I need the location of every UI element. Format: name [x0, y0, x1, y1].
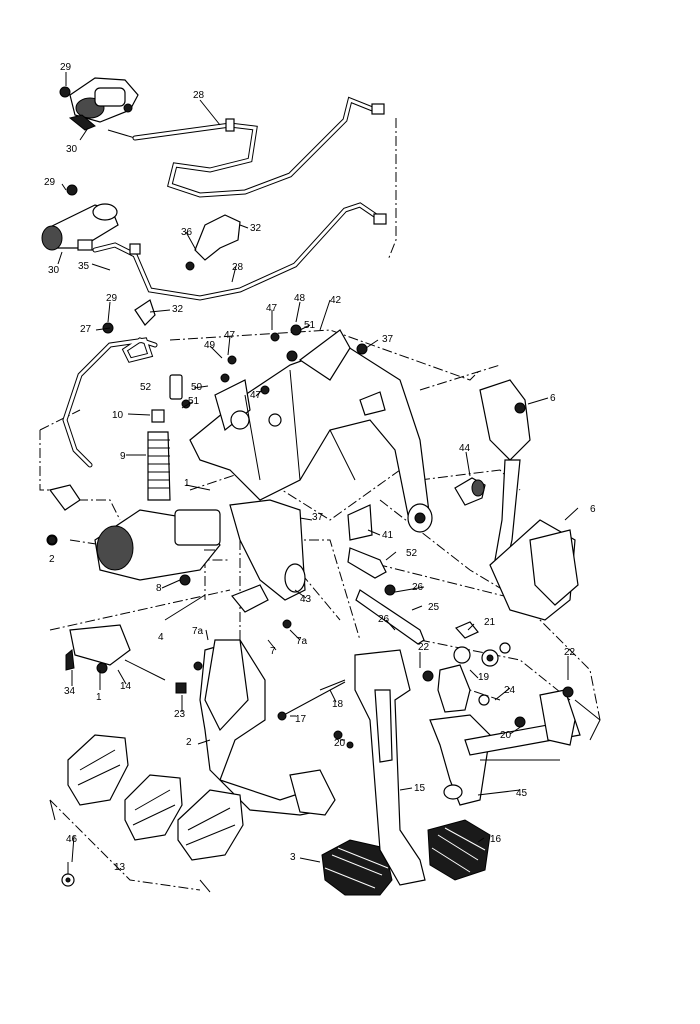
label-7: 7: [270, 646, 276, 657]
label-25: 25: [428, 602, 440, 613]
clutch-pedal-6: [479, 379, 579, 621]
label-6: 6: [550, 393, 556, 404]
label-49: 49: [204, 340, 216, 351]
label-43: 43: [300, 594, 312, 605]
small-fasteners: [47, 535, 354, 749]
label-44: 44: [459, 443, 471, 454]
pedal-mount-45: [429, 686, 581, 806]
label-52: 52: [406, 548, 418, 559]
label-16: 16: [490, 834, 502, 845]
label-47: 47: [250, 390, 262, 401]
label-1: 1: [96, 692, 102, 703]
label-32: 32: [250, 223, 262, 234]
frame-lines: [49, 699, 601, 893]
label-30: 30: [66, 144, 78, 155]
clip-21: [454, 621, 479, 639]
label-32: 32: [172, 304, 184, 315]
label-24: 24: [504, 685, 516, 696]
brake-pedal-pad-3: [321, 839, 393, 896]
label-4: 4: [158, 632, 164, 643]
leader-lines: [57, 72, 579, 863]
label-13: 13: [114, 862, 126, 873]
label-26: 26: [378, 614, 390, 625]
label-15: 15: [414, 783, 426, 794]
clutch-pipe-upper: [132, 96, 385, 198]
label-22: 22: [564, 647, 576, 658]
label-7a: 7a: [192, 626, 204, 637]
label-2: 2: [49, 554, 55, 565]
label-19: 19: [478, 672, 490, 683]
label-29: 29: [106, 293, 118, 304]
label-1: 1: [184, 478, 190, 489]
label-37: 37: [382, 334, 394, 345]
label-8: 8: [156, 583, 162, 594]
label-29: 29: [60, 62, 72, 73]
label-46: 46: [66, 834, 78, 845]
label-27: 27: [80, 324, 92, 335]
label-30: 30: [48, 265, 60, 276]
label-47: 47: [224, 330, 236, 341]
master-cylinder: [46, 484, 221, 581]
clutch-pipe-lower: [92, 202, 387, 301]
pipe-bracket: [134, 214, 241, 326]
label-20: 20: [334, 738, 346, 749]
label-48: 48: [294, 293, 306, 304]
slave-cylinder-upper: [59, 77, 139, 139]
push-rod-4: [164, 574, 206, 621]
label-3: 3: [290, 852, 296, 863]
label-9: 9: [120, 451, 126, 462]
label-2: 2: [186, 737, 192, 748]
label-41: 41: [382, 530, 394, 541]
pedal-rubbers-13: [67, 734, 244, 861]
slave-cylinder-lower: [41, 184, 119, 251]
label-17: 17: [295, 714, 307, 725]
rod-25: [355, 584, 425, 645]
label-36: 36: [181, 227, 193, 238]
pedal-bracket-main: [189, 329, 433, 533]
label-23: 23: [174, 709, 186, 720]
bolts-17-18: [277, 679, 346, 740]
label-28: 28: [193, 90, 205, 101]
bushings-19-22: [422, 642, 511, 713]
label-22: 22: [418, 642, 430, 653]
label-26: 26: [412, 582, 424, 593]
fasteners-top: [169, 324, 368, 409]
center-pedal-bracket: [229, 499, 306, 613]
label-51: 51: [188, 396, 200, 407]
label-42: 42: [330, 295, 342, 306]
label-37: 37: [312, 512, 324, 523]
bushing-44: [454, 477, 486, 506]
label-52: 52: [140, 382, 152, 393]
label-34: 34: [64, 686, 76, 697]
label-50: 50: [191, 382, 203, 393]
label-47: 47: [266, 303, 278, 314]
label-21: 21: [484, 617, 496, 628]
label-28: 28: [232, 262, 244, 273]
accelerator-pedal-15: [354, 649, 426, 886]
label-10: 10: [112, 410, 124, 421]
spring-9: [147, 409, 171, 501]
label-29: 29: [44, 177, 56, 188]
label-14: 14: [120, 681, 132, 692]
label-6: 6: [590, 504, 596, 515]
accelerator-pedal-pad-16: [427, 819, 491, 881]
label-18: 18: [332, 699, 344, 710]
label-20: 20: [500, 730, 512, 741]
clutch-pipe-27: [62, 322, 158, 468]
brake-pedal-2: [199, 639, 336, 816]
part-labels: 29 30 28 29 30 35 36 32 28 29 32 27 47 4…: [44, 62, 596, 873]
clip-46: [61, 862, 75, 887]
sensor-52: [347, 504, 387, 579]
master-cylinder-14: [69, 624, 166, 681]
label-45: 45: [516, 788, 528, 799]
label-7a: 7a: [296, 636, 308, 647]
label-35: 35: [78, 261, 90, 272]
label-51: 51: [304, 320, 316, 331]
